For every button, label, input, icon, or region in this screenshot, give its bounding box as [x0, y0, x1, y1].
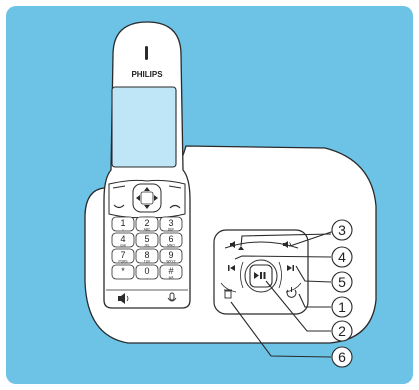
key-digit: 4	[120, 234, 125, 244]
key-digit: 5	[144, 234, 149, 244]
skip-forward-icon[interactable]	[287, 265, 294, 271]
play-stop-icon	[254, 272, 266, 279]
key-digit: 9	[168, 250, 173, 260]
key-letters: GHI	[120, 243, 126, 247]
callout-1: 1	[331, 296, 353, 318]
leader-2	[265, 280, 331, 332]
key-digit: 7	[120, 250, 125, 260]
power-icon[interactable]	[286, 287, 297, 298]
right-softkey[interactable]	[168, 185, 182, 189]
base-control-panel	[213, 229, 309, 315]
key-letters: MNO	[167, 243, 175, 247]
microphone-icon[interactable]	[167, 292, 177, 302]
handset: PHILIPS 1⌂2ABC3DEF4GHI5JKL6MNO7PQRS8TUV9…	[103, 21, 191, 309]
handset-screen	[111, 86, 177, 168]
callout-number: 4	[338, 249, 346, 265]
key-letters: JKL	[144, 243, 150, 247]
key-letters: TUV	[144, 259, 151, 263]
key-letters: ⌂	[122, 227, 124, 231]
callout-3: 3	[331, 219, 353, 241]
key-digit: *	[121, 266, 125, 276]
speaker-down-icon[interactable]	[230, 241, 235, 248]
callout-number: 3	[338, 222, 346, 238]
key-letters: ␣	[146, 275, 148, 279]
leader-3a	[240, 233, 332, 247]
key-digit: 3	[168, 218, 173, 228]
key-star[interactable]: *	[111, 264, 135, 280]
earpiece	[145, 46, 148, 60]
key-digit: 6	[168, 234, 173, 244]
nav-up-icon	[144, 187, 150, 191]
speaker-icon[interactable]	[118, 293, 129, 304]
callout-number: 2	[338, 323, 346, 339]
brand-logo: PHILIPS	[131, 70, 163, 79]
delete-key-arc	[220, 282, 237, 293]
call-key[interactable]	[113, 204, 125, 209]
left-softkey[interactable]	[112, 185, 126, 189]
key-1[interactable]: 1⌂	[111, 216, 135, 232]
key-letters: a/A	[169, 275, 175, 279]
leader-6	[230, 301, 332, 358]
end-key[interactable]	[169, 204, 181, 209]
key-digit: 2	[144, 218, 149, 228]
key-digit: 0	[144, 266, 149, 276]
callout-number: 1	[338, 299, 346, 315]
leader-5	[295, 265, 332, 283]
speaker-up-icon[interactable]	[283, 241, 291, 248]
nav-ok-button[interactable]	[140, 191, 154, 205]
key-letters: WXYZ	[166, 259, 175, 263]
keypad: 1⌂2ABC3DEF4GHI5JKL6MNO7PQRS8TUV9WXYZ*0␣#…	[111, 216, 183, 280]
key-letters: DEF	[168, 227, 174, 231]
nav-right-icon	[154, 195, 158, 201]
callout-number: 5	[338, 274, 346, 290]
nav-left-icon	[136, 195, 140, 201]
callout-4: 4	[331, 246, 353, 268]
key-digit: #	[168, 266, 173, 276]
trash-icon[interactable]	[224, 289, 232, 299]
key-digit: 8	[144, 250, 149, 260]
ring-left-arc	[240, 261, 244, 289]
leader-3a-tip	[238, 246, 244, 250]
key-0[interactable]: 0␣	[135, 264, 159, 280]
callouts: 1 2 3 4 5 6	[331, 219, 353, 368]
callout-5: 5	[331, 271, 353, 293]
callout-2: 2	[331, 320, 353, 342]
key-letters: ABC	[144, 227, 151, 231]
nav-down-icon	[144, 205, 150, 209]
power-key-arc	[285, 282, 302, 293]
skip-back-icon[interactable]	[228, 265, 235, 271]
leader-4	[234, 255, 332, 260]
leader-1	[298, 293, 331, 308]
key-letters: PQRS	[118, 259, 127, 263]
key-hash[interactable]: #a/A	[159, 264, 183, 280]
ring-right-arc	[278, 261, 282, 289]
callout-number: 6	[338, 349, 346, 365]
callout-6: 6	[331, 346, 353, 368]
key-digit: 1	[120, 218, 125, 228]
